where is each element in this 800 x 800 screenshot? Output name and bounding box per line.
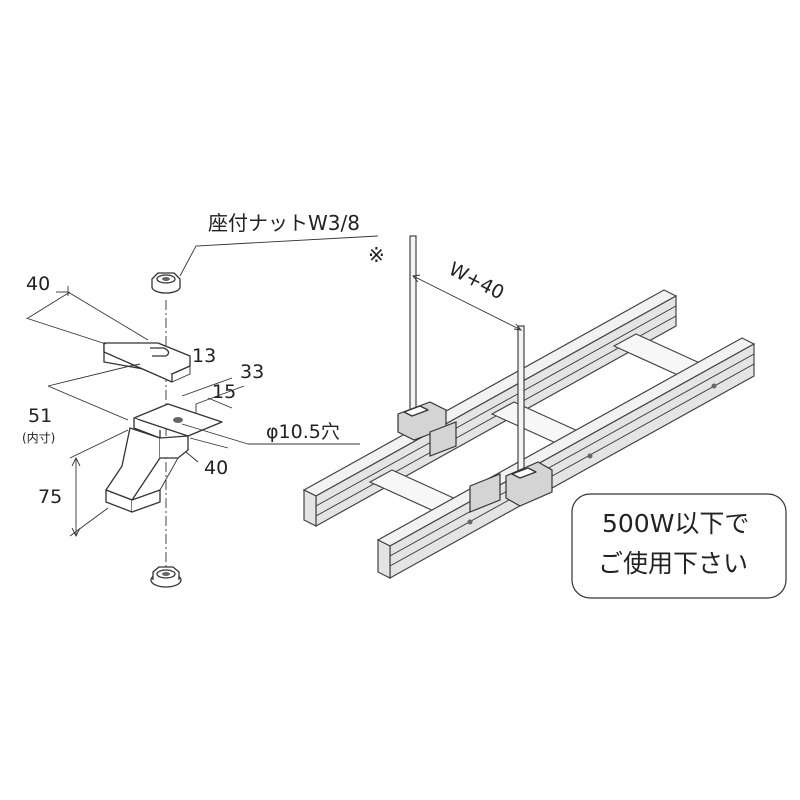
note-line-2: ご使用下さい [598, 549, 748, 578]
dim-offsets: 33 15 [181, 361, 264, 420]
dim-top-width: 40 [25, 273, 149, 345]
note-line-1: 500W以下で [602, 509, 749, 538]
nut-leader-line [179, 235, 379, 277]
cable-ladder-assembly: W+40 [302, 235, 756, 580]
z-bracket [105, 403, 223, 513]
dim-height: 75 [38, 429, 129, 538]
svg-text:W+40: W+40 [445, 258, 507, 304]
usage-note-box: 500W以下で ご使用下さい [571, 493, 787, 599]
flange-nut-top [151, 272, 181, 294]
dim-rod-spacing: W+40 [412, 258, 523, 331]
dim-inner-width: 51 (内寸) [22, 363, 141, 445]
dim-depth: 40 [185, 437, 228, 479]
rod-left [409, 235, 417, 413]
bracket-exploded-view: 座付ナットW3/8 ※ 40 13 33 15 [22, 211, 385, 588]
svg-text:75: 75 [38, 486, 62, 508]
svg-text:40: 40 [204, 457, 228, 479]
svg-text:15: 15 [212, 381, 236, 403]
svg-text:40: 40 [26, 273, 50, 295]
flange-nut-bottom [150, 566, 182, 588]
rail-clamps [397, 401, 553, 513]
ladder-rungs [368, 333, 704, 513]
nut-note-mark: ※ [368, 243, 385, 267]
svg-text:φ10.5穴: φ10.5穴 [266, 421, 340, 443]
nut-label: 座付ナットW3/8 [208, 211, 360, 235]
svg-text:33: 33 [240, 361, 264, 383]
hole-callout: φ10.5穴 [181, 421, 360, 445]
dim-slot-width: 13 [192, 345, 216, 367]
rod-right [517, 325, 525, 473]
svg-text:(内寸): (内寸) [22, 431, 55, 445]
slotted-top-plate [103, 342, 191, 383]
svg-text:51: 51 [28, 405, 52, 427]
note-box-frame [571, 493, 787, 599]
